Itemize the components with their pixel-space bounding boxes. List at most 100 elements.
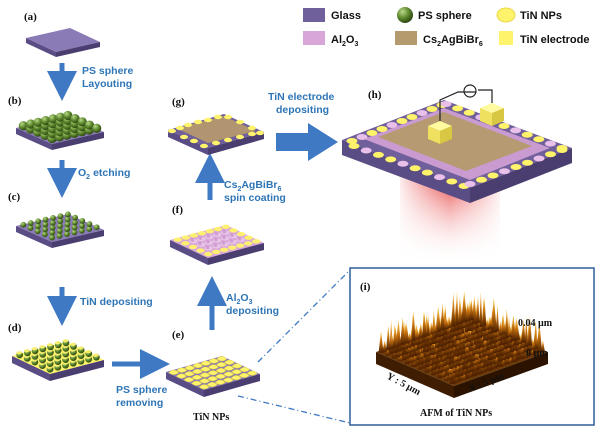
edge-np: [204, 117, 212, 123]
afm-peak: [397, 324, 401, 347]
step-ps-removing-line1: PS sphere: [116, 384, 168, 396]
ps-sphere: [48, 114, 58, 124]
legend-ps-sphere-swatch: [397, 7, 413, 23]
afm-peak: [517, 333, 522, 345]
al2o3-bump: [230, 233, 234, 238]
coated-np: [244, 235, 253, 240]
afm-peak: [505, 342, 511, 354]
tin-cap: [16, 351, 23, 355]
afm-peak: [464, 302, 471, 322]
legend-perovskite-swatch: [395, 31, 417, 45]
coated-np: [188, 244, 198, 250]
edge-np: [487, 172, 499, 179]
edge-np: [348, 143, 360, 149]
edge-np: [464, 181, 476, 187]
edge-np: [556, 147, 568, 153]
edge-np: [236, 119, 244, 125]
afm-peak: [386, 325, 391, 351]
edge-np: [360, 147, 372, 154]
tin-np: [198, 384, 210, 390]
etched-sphere: [57, 223, 63, 229]
tin-np: [223, 371, 234, 377]
al2o3-bump: [222, 229, 227, 234]
edge-np: [180, 134, 188, 140]
legend-al2o3-label: Al2O3: [331, 34, 358, 48]
legend-tin-nps-swatch: [496, 7, 516, 23]
ps-sphere: [55, 112, 66, 122]
tin-np: [200, 366, 211, 372]
tin-np: [246, 370, 258, 376]
legend-tin-electrode-label: TiN electrode: [520, 34, 590, 46]
edge-np: [346, 138, 358, 144]
edge-np: [426, 106, 438, 112]
edge-np: [498, 123, 510, 129]
tin-np: [230, 375, 242, 381]
edge-np: [533, 136, 545, 143]
legend: Glass PS sphere TiN NPs Al2O3 Cs2AgBiBr6…: [303, 7, 590, 48]
afm-peak: [459, 334, 464, 345]
al2o3-bump: [198, 236, 203, 240]
afm-peak: [482, 297, 487, 326]
ps-sphere: [41, 116, 51, 126]
edge-np: [356, 134, 368, 140]
panel-e-label: (e): [172, 329, 185, 341]
tin-np: [223, 365, 235, 371]
etched-sphere: [42, 221, 49, 228]
etched-sphere: [27, 220, 34, 226]
zoom-line-top: [257, 269, 351, 363]
afm-peak: [382, 340, 387, 352]
tin-np: [184, 365, 196, 371]
afm-peak: [459, 330, 465, 340]
etched-sphere: [64, 211, 71, 218]
coated-np: [213, 226, 222, 232]
legend-al2o3-swatch: [303, 31, 325, 45]
panel-d-sphere-on-tin-layer: [16, 339, 100, 373]
afm-peak: [476, 295, 480, 323]
tin-np: [207, 376, 218, 382]
tin-np: [215, 367, 227, 373]
legend-tin-nps-label: TiN NPs: [520, 10, 562, 22]
ps-sphere: [70, 114, 80, 124]
tin-np: [199, 372, 211, 378]
edge-np: [190, 138, 198, 144]
edge-np: [397, 160, 409, 167]
edge-np: [396, 118, 408, 124]
tin-np: [231, 369, 242, 375]
edge-np: [545, 151, 556, 158]
afm-peak: [400, 316, 406, 345]
step-al2o3-depositing-line2: depositing: [226, 305, 279, 317]
coated-np: [212, 249, 221, 255]
afm-peak: [414, 328, 420, 340]
afm-peak: [448, 316, 452, 328]
tin-np: [200, 360, 212, 366]
step-tin-depositing: TiN depositing: [80, 296, 153, 308]
tin-np: [206, 382, 218, 388]
ps-sphere: [26, 119, 36, 129]
etched-sphere: [56, 228, 63, 234]
afm-peak: [430, 321, 434, 335]
coated-np: [173, 237, 182, 242]
afm-peak: [436, 310, 441, 332]
afm-peak: [541, 339, 545, 352]
panel-a-substrate: [26, 28, 100, 57]
panel-c-label: (c): [8, 191, 21, 203]
edge-np: [194, 119, 202, 125]
electrode-left: [428, 121, 452, 144]
afm-peak: [488, 316, 494, 329]
panel-e-caption: TiN NPs: [193, 412, 229, 423]
step-ps-layouting-line2: Layouting: [82, 78, 132, 90]
tin-np: [208, 358, 220, 364]
tin-cap: [54, 341, 61, 345]
tin-np: [168, 369, 180, 375]
tin-np: [231, 363, 243, 369]
legend-tin-electrode-swatch: [499, 31, 513, 45]
edge-np: [421, 169, 433, 176]
ps-sphere: [84, 120, 95, 130]
afm-peak: [403, 322, 410, 344]
edge-np: [452, 105, 464, 112]
etched-sphere: [34, 228, 41, 235]
afm-peak: [452, 362, 456, 374]
zoom-line-bottom: [237, 395, 351, 424]
afm-peak: [529, 338, 536, 350]
